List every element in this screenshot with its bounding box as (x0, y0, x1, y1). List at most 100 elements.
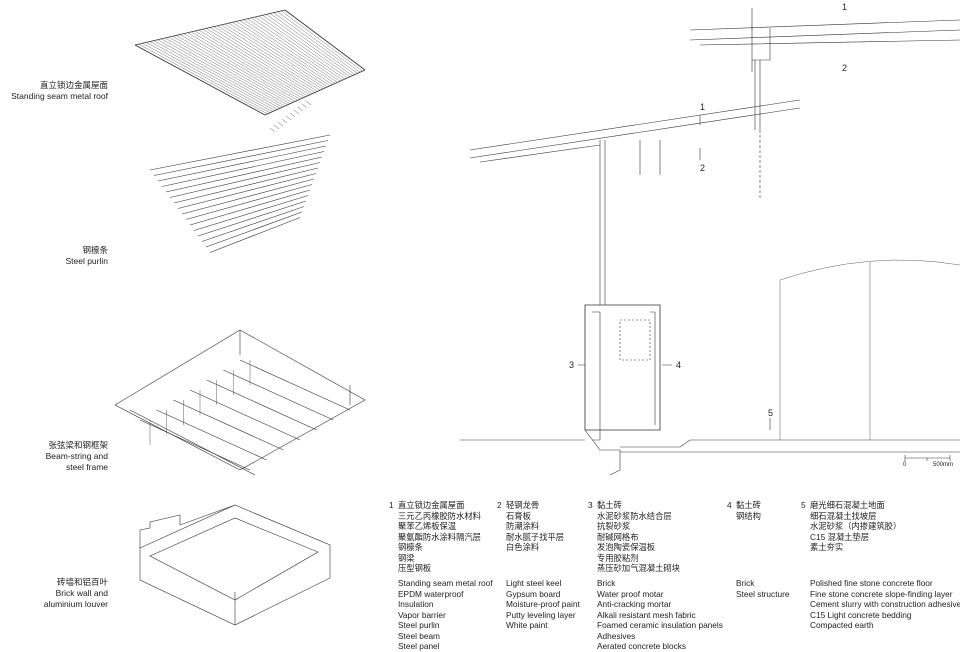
line (221, 24, 323, 90)
line (201, 206, 305, 242)
legend-zh: 水泥砂浆防水结合层 (597, 510, 672, 521)
line (169, 162, 321, 198)
legend-en: Moisture-proof paint (506, 599, 580, 609)
line (129, 409, 256, 476)
line (176, 35, 293, 103)
marker-2: 2 (700, 163, 706, 173)
legend-zh: 钢结构 (736, 510, 761, 521)
line (149, 41, 276, 111)
line (189, 389, 301, 441)
legend-zh: 素土夯实 (810, 542, 844, 552)
line (269, 13, 356, 75)
legend-zh: 专用胶粘剂 (597, 552, 639, 563)
line (189, 189, 311, 226)
line (273, 12, 358, 74)
line (273, 124, 280, 130)
line (134, 44, 266, 116)
legend-en: White paint (506, 620, 548, 630)
label-zh: 砖墙和铝百叶 (56, 577, 108, 587)
line (177, 173, 317, 209)
label-en: Standing seam metal roof (11, 91, 108, 101)
line (187, 32, 301, 100)
legend-zh: 黏土砖 (597, 500, 622, 510)
legend-en: Brick (736, 578, 755, 588)
label-zh: 钢檩条 (82, 245, 108, 255)
line (149, 134, 331, 171)
legend-number: 3 (588, 500, 593, 510)
line (134, 9, 286, 46)
marker-4: 4 (676, 360, 682, 370)
line (168, 36, 288, 106)
line (153, 140, 329, 176)
legend-en: Standing seam metal roof (398, 578, 493, 588)
line (114, 404, 241, 471)
legend-zh: 细石混凝土找坡层 (810, 510, 877, 521)
line (202, 29, 311, 95)
legend-en: Adhesives (597, 630, 636, 641)
legend-zh: 耐碱网格布 (597, 531, 639, 542)
line (164, 37, 286, 107)
line (228, 22, 328, 88)
line (156, 409, 267, 461)
line (206, 28, 313, 94)
roof-panels-axonometric (134, 9, 366, 133)
line (289, 112, 296, 118)
line (153, 40, 278, 110)
legend-en: Steel beam (398, 630, 440, 641)
legend-zh: 磨光细石混凝土地面 (810, 500, 885, 510)
legend-en: Putty leveling layer (506, 609, 576, 620)
line (262, 15, 351, 77)
legend-en: Polished fine stone concrete floor (810, 578, 933, 588)
label-en: Brick wall and (55, 588, 108, 598)
legend-zh: 白色涂料 (506, 542, 540, 552)
line (114, 329, 241, 406)
legend-en: Fine stone concrete slope-finding layer (810, 588, 953, 599)
line (297, 106, 304, 112)
line (239, 20, 336, 84)
line (205, 211, 303, 248)
line (277, 11, 361, 73)
line (139, 419, 251, 471)
line (305, 100, 312, 106)
line (183, 33, 298, 101)
legend-en: Steel structure (736, 588, 790, 599)
legend-en: C15 Light concrete bedding (810, 609, 912, 620)
legend-en: Aerated concrete blocks (597, 641, 687, 651)
label-en: Steel purlin (65, 256, 108, 266)
legend-zh: 石膏板 (506, 510, 531, 521)
legend-en: Alkali resistant mesh fabric (597, 609, 696, 620)
legend-zh: 压型钢板 (398, 563, 432, 573)
label-en: aluminium louver (43, 599, 108, 609)
legend-en: Brick (597, 578, 616, 588)
legend-zh: 钢梁 (398, 552, 415, 563)
line (269, 127, 276, 133)
line (181, 178, 315, 215)
line (213, 26, 318, 92)
line (254, 16, 346, 80)
line (285, 115, 292, 121)
legend-zh: 抗裂砂浆 (597, 521, 631, 531)
legend-zh: 聚氨酯防水涂料隔汽层 (398, 531, 481, 542)
legend-en: Steel panel (398, 641, 440, 651)
line (247, 18, 341, 82)
line (173, 399, 284, 451)
line (191, 31, 303, 99)
legend-number: 2 (497, 500, 502, 510)
line (161, 38, 283, 108)
line (281, 118, 288, 124)
scale-zero: 0 (903, 462, 907, 468)
legend-zh: 三元乙丙橡胶防水材料 (398, 510, 481, 521)
line (194, 30, 306, 98)
line (217, 25, 321, 91)
line (239, 399, 366, 471)
line (239, 359, 351, 411)
line (185, 184, 313, 220)
legend-en: Light steel keel (506, 578, 562, 588)
brick-wall-axonometric (139, 504, 331, 626)
